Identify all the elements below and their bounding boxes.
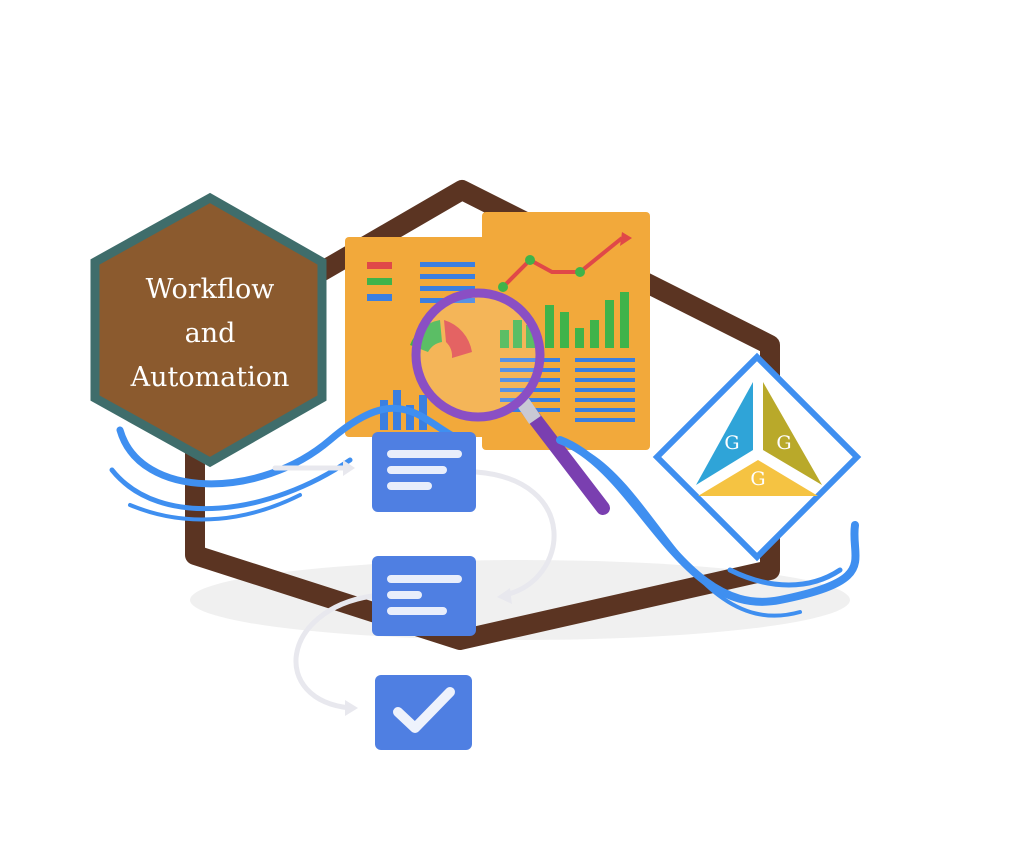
blue-wave-ribbon <box>109 405 860 618</box>
svg-text:G: G <box>724 432 739 454</box>
arrow-heads <box>343 460 512 716</box>
svg-text:G: G <box>750 468 765 490</box>
flow-step-complete <box>375 675 472 750</box>
magnifying-glass-icon <box>411 288 610 515</box>
svg-text:G: G <box>776 432 791 454</box>
label-hexagon <box>90 192 327 468</box>
flow-step-2 <box>372 556 476 636</box>
label-line-3: Automation <box>130 362 290 393</box>
label-line-1: Workflow <box>145 274 275 305</box>
hexagon-label: Workflow and Automation <box>110 268 310 400</box>
checkmark-icon <box>393 687 455 733</box>
flow-step-1 <box>372 432 476 512</box>
flow-connectors <box>272 465 557 711</box>
label-line-2: and <box>184 318 236 349</box>
